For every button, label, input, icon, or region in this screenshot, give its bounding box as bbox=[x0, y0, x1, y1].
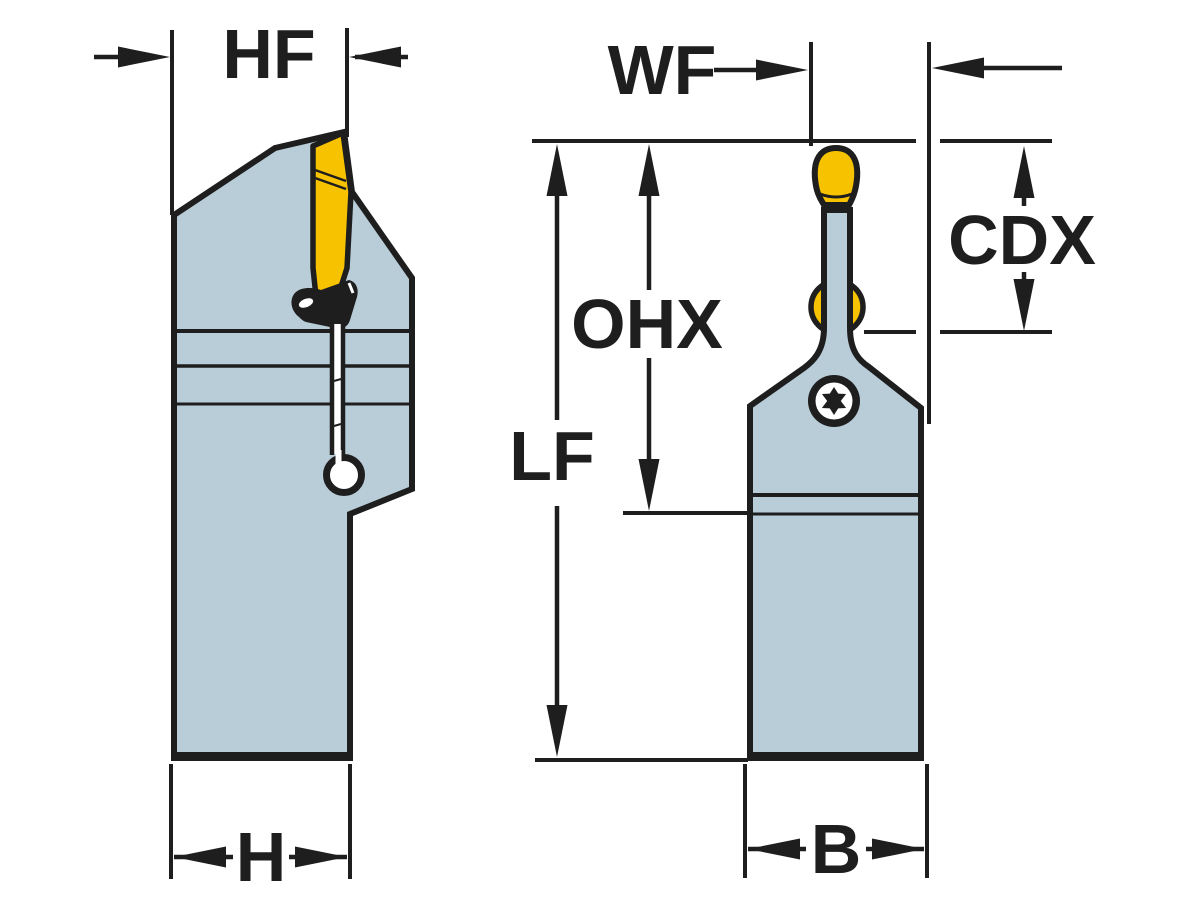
dimension-label-b: B bbox=[811, 810, 862, 888]
arrowhead-left-icon bbox=[932, 57, 984, 79]
arrowhead-down-icon bbox=[1013, 279, 1035, 331]
holder-body-front bbox=[747, 207, 924, 758]
clamp-finger bbox=[291, 280, 358, 329]
arrowhead-up-icon bbox=[1013, 146, 1035, 198]
dimension-wf: WF bbox=[608, 31, 1062, 424]
dimension-label-hf: HF bbox=[222, 15, 315, 93]
torx-screw-icon bbox=[808, 375, 860, 427]
arrowhead-up-icon bbox=[638, 144, 660, 196]
torx-notch-2 bbox=[846, 412, 854, 420]
insert-seat-line-2 bbox=[314, 176, 347, 191]
dimension-label-h: H bbox=[236, 818, 287, 896]
dimension-label-ohx: OHX bbox=[571, 285, 723, 363]
clamp-highlight bbox=[298, 298, 314, 308]
dimension-h: H bbox=[169, 764, 352, 896]
dimension-ohx: OHX bbox=[571, 144, 750, 515]
right-view-front bbox=[747, 145, 924, 761]
slot-gap bbox=[334, 324, 341, 454]
arrowhead-up-icon bbox=[546, 144, 568, 196]
arrowhead-right-icon bbox=[872, 838, 924, 860]
dimension-lf: LF bbox=[509, 144, 595, 757]
slot-tick-1 bbox=[333, 378, 342, 382]
dimension-label-cdx: CDX bbox=[948, 201, 1096, 279]
holder-body-side bbox=[171, 128, 415, 758]
slot-tick-2 bbox=[333, 423, 342, 427]
arrowhead-left-icon bbox=[349, 46, 401, 68]
slot-hole-junction bbox=[335, 450, 342, 464]
clamp-screw-hole bbox=[323, 454, 365, 496]
dimension-label-wf: WF bbox=[608, 31, 717, 109]
dimensions: HF WF CDX LF bbox=[94, 15, 1096, 896]
insert-seat-line-1 bbox=[314, 168, 347, 183]
arrowhead-down-icon bbox=[546, 705, 568, 757]
round-insert-front bbox=[811, 145, 861, 208]
dimension-b: B bbox=[743, 764, 929, 888]
dimension-cdx: CDX bbox=[864, 146, 1096, 334]
torx-star bbox=[821, 387, 847, 415]
torx-notch-1 bbox=[814, 382, 822, 390]
dimension-hf: HF bbox=[94, 15, 408, 215]
insert-neck-line bbox=[819, 192, 853, 199]
arrowhead-right-icon bbox=[295, 846, 347, 868]
arrowhead-right-icon bbox=[118, 46, 170, 68]
arrowhead-left-icon bbox=[748, 838, 800, 860]
arrowhead-right-icon bbox=[756, 59, 808, 81]
arrowhead-down-icon bbox=[638, 459, 660, 511]
left-view-side bbox=[171, 128, 415, 761]
insert-edge-highlight bbox=[347, 282, 355, 294]
dimension-label-lf: LF bbox=[509, 417, 595, 495]
arrowhead-left-icon bbox=[174, 846, 226, 868]
